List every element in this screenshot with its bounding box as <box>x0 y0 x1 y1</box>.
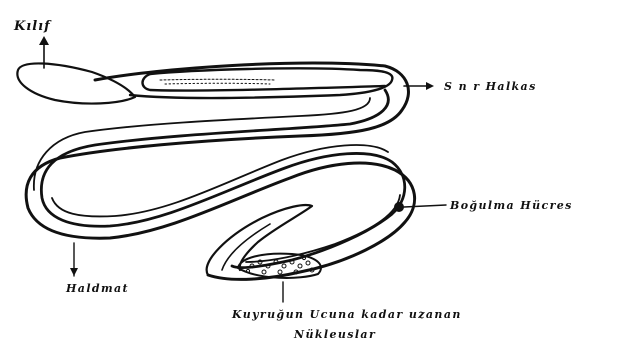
label-haldmat: Haldmat <box>65 282 129 295</box>
sheath-head <box>17 63 135 103</box>
label-sheath: Kılıf <box>13 19 52 34</box>
choke-cell <box>394 202 404 212</box>
label-choke-cell: Boğulma Hücres <box>449 199 573 212</box>
label-tail-nuclei-line2: Nükleuslar <box>293 328 376 341</box>
label-nerve-ring: S n r Halkas <box>444 80 537 93</box>
nerve-ring-texture <box>160 79 275 84</box>
worm-body <box>26 63 414 279</box>
tail-nuclei <box>238 254 321 278</box>
label-tail-nuclei-line1: Kuyruğun Ucuna kadar uzanan <box>231 308 462 321</box>
